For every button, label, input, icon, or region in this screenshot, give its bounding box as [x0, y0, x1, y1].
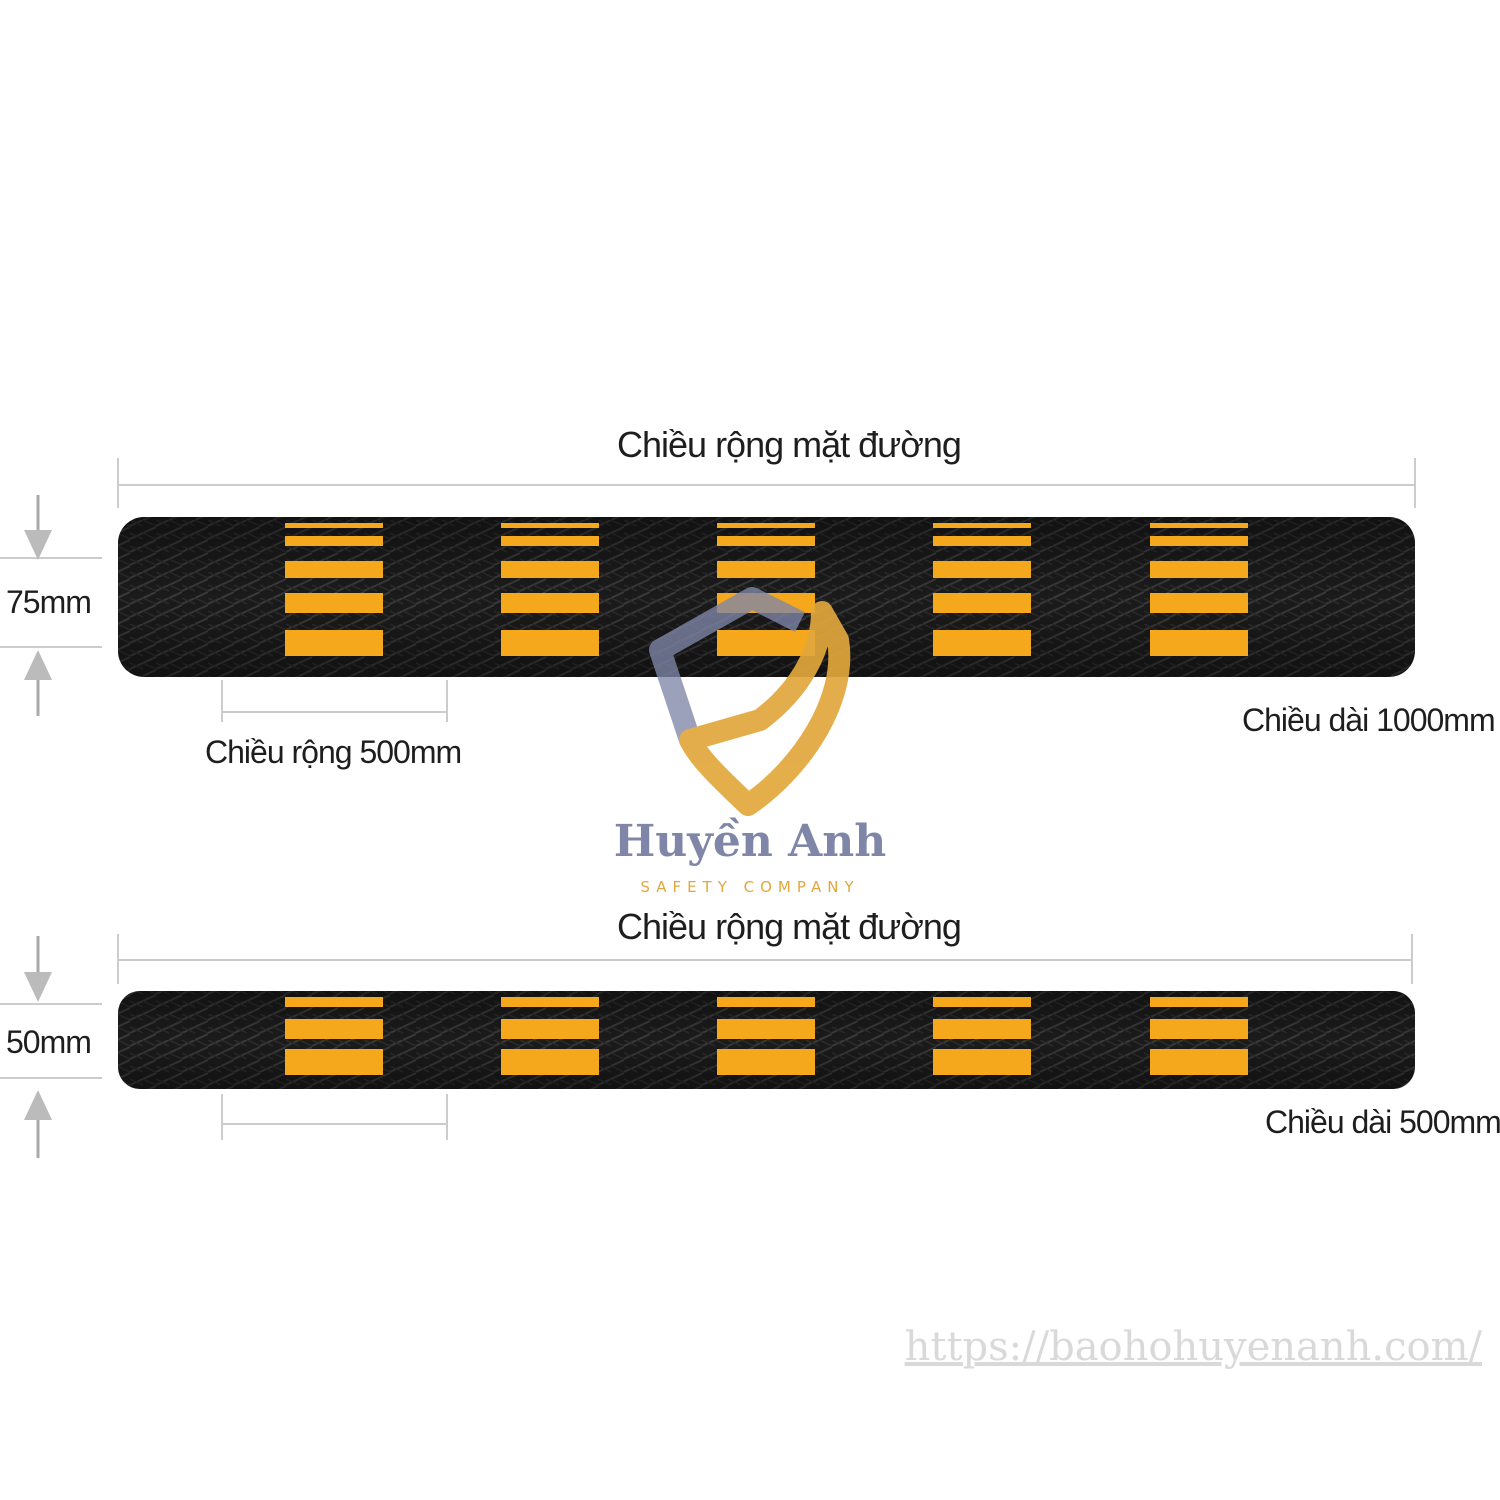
- reflective-stripe: [933, 1049, 1031, 1075]
- reflective-stripe: [933, 561, 1031, 578]
- small-width-dimension: [221, 1094, 448, 1140]
- height-label-small: 50mm: [6, 1024, 92, 1060]
- road-width-label-small: Chiều rộng mặt đường: [617, 906, 962, 947]
- reflective-stripe: [1150, 1019, 1248, 1039]
- reflective-stripe: [717, 630, 815, 656]
- reflective-stripe: [717, 536, 815, 546]
- reflective-stripe: [501, 997, 599, 1007]
- reflective-stripe: [285, 997, 383, 1007]
- large-height-dimension: [0, 495, 102, 716]
- reflective-stripe: [501, 561, 599, 578]
- shield-logo-icon: [649, 587, 851, 816]
- reflective-stripe: [285, 593, 383, 613]
- large-width-dimension: [221, 680, 448, 722]
- arrow-down-icon: [24, 972, 52, 1002]
- reflective-stripe: [285, 561, 383, 578]
- height-label-large: 75mm: [6, 584, 92, 620]
- arrow-up-icon: [24, 650, 52, 680]
- reflective-stripe: [1150, 1049, 1248, 1075]
- reflective-stripe: [717, 1049, 815, 1075]
- reflective-stripe: [933, 630, 1031, 656]
- arrow-up-icon: [24, 1090, 52, 1120]
- website-url: https://baohohuyenanh.com/: [904, 1324, 1482, 1370]
- reflective-stripe: [1150, 561, 1248, 578]
- road-width-label-large: Chiều rộng mặt đường: [617, 424, 962, 465]
- reflective-stripe: [285, 523, 383, 528]
- arrow-down-icon: [24, 530, 52, 560]
- reflective-stripe: [933, 523, 1031, 528]
- brand-name: Huyền Anh: [613, 816, 887, 867]
- reflective-stripe: [501, 536, 599, 546]
- reflective-stripe: [501, 1019, 599, 1039]
- reflective-stripe: [501, 593, 599, 613]
- reflective-stripe: [1150, 630, 1248, 656]
- brand-tagline: SAFETY COMPANY: [640, 878, 860, 896]
- reflective-stripe: [717, 997, 815, 1007]
- reflective-stripe: [285, 536, 383, 546]
- reflective-stripe: [717, 1019, 815, 1039]
- reflective-stripe: [1150, 997, 1248, 1007]
- length-label-small: Chiều dài 500mm: [1265, 1104, 1500, 1140]
- reflective-stripe: [285, 1049, 383, 1075]
- speed-bump-small: [118, 991, 1415, 1089]
- small-height-dimension: [0, 936, 102, 1158]
- reflective-stripe: [1150, 523, 1248, 528]
- reflective-stripe: [501, 630, 599, 656]
- reflective-stripe: [501, 1049, 599, 1075]
- reflective-stripe: [1150, 536, 1248, 546]
- reflective-stripe: [933, 593, 1031, 613]
- stripe-groups-small: [285, 997, 1248, 1075]
- small-road-width-dimension: [117, 934, 1413, 984]
- reflective-stripe: [933, 1019, 1031, 1039]
- reflective-stripe: [717, 523, 815, 528]
- width-label-large: Chiều rộng 500mm: [205, 734, 462, 770]
- reflective-stripe: [285, 630, 383, 656]
- reflective-stripe: [1150, 593, 1248, 613]
- length-label-large: Chiều dài 1000mm: [1242, 702, 1496, 738]
- large-road-width-dimension: [117, 458, 1416, 508]
- reflective-stripe: [501, 523, 599, 528]
- reflective-stripe: [285, 1019, 383, 1039]
- reflective-stripe: [717, 561, 815, 578]
- reflective-stripe: [933, 997, 1031, 1007]
- reflective-stripe: [933, 536, 1031, 546]
- stripe-groups-large: [285, 523, 1248, 656]
